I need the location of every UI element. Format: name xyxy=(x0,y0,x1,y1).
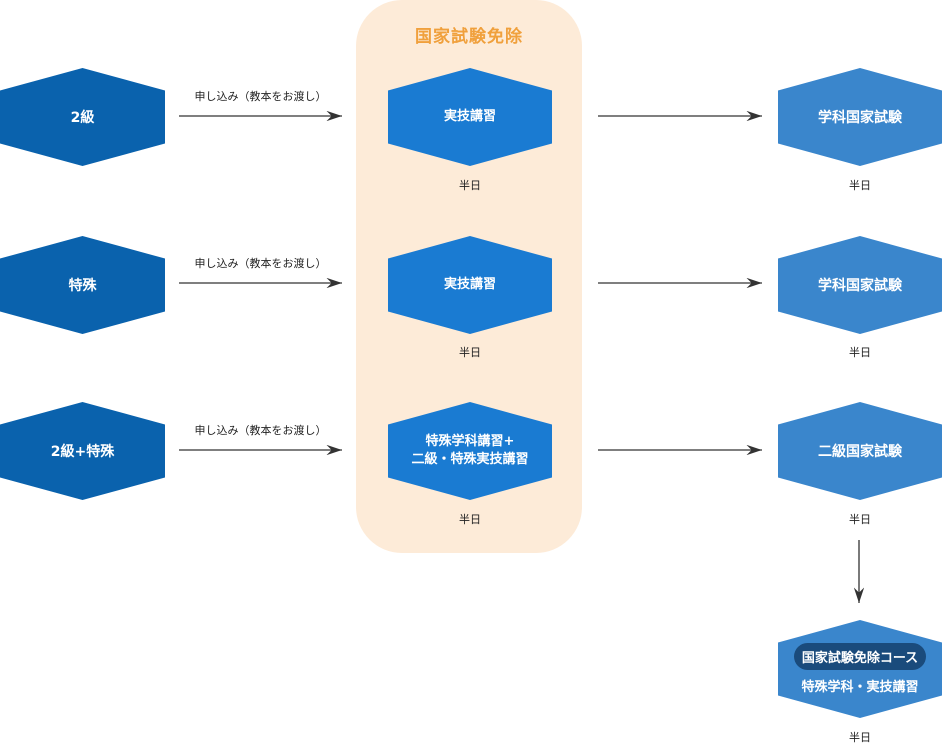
training-3-duration: 半日 xyxy=(459,513,481,526)
training-1-duration: 半日 xyxy=(459,179,481,192)
training-1: 実技講習 xyxy=(388,68,552,166)
course-pill: 国家試験免除コース xyxy=(793,643,927,670)
training-2-duration: 半日 xyxy=(459,346,481,359)
exam-2: 学科国家試験 xyxy=(778,236,942,334)
exam-1: 学科国家試験 xyxy=(778,68,942,166)
exam-3-duration: 半日 xyxy=(849,513,871,526)
apply-label-3: 申し込み（教本をお渡し） xyxy=(194,424,327,437)
exempt-course: 国家試験免除コース 特殊学科・実技講習 xyxy=(778,620,942,718)
apply-label-1: 申し込み（教本をお渡し） xyxy=(194,90,327,103)
training-2: 実技講習 xyxy=(388,236,552,334)
training-3: 特殊学科講習+ 二級・特殊実技講習 xyxy=(388,402,552,500)
exam-1-duration: 半日 xyxy=(849,179,871,192)
exam-3: 二級国家試験 xyxy=(778,402,942,500)
source-2kyu: 2級 xyxy=(0,68,165,166)
training-2-label: 実技講習 xyxy=(443,277,496,292)
apply-label-2: 申し込み（教本をお渡し） xyxy=(194,257,327,270)
source-2kyu-tokushu: 2級+特殊 xyxy=(0,402,165,500)
exempt-title: 国家試験免除 xyxy=(415,27,523,47)
training-3-line2: 二級・特殊実技講習 xyxy=(411,452,529,467)
course-subtitle: 特殊学科・実技講習 xyxy=(801,680,919,695)
training-1-label: 実技講習 xyxy=(443,109,496,124)
exam-2-duration: 半日 xyxy=(849,346,871,359)
training-3-line1: 特殊学科講習+ xyxy=(425,434,515,449)
source-tokushu: 特殊 xyxy=(0,236,165,334)
